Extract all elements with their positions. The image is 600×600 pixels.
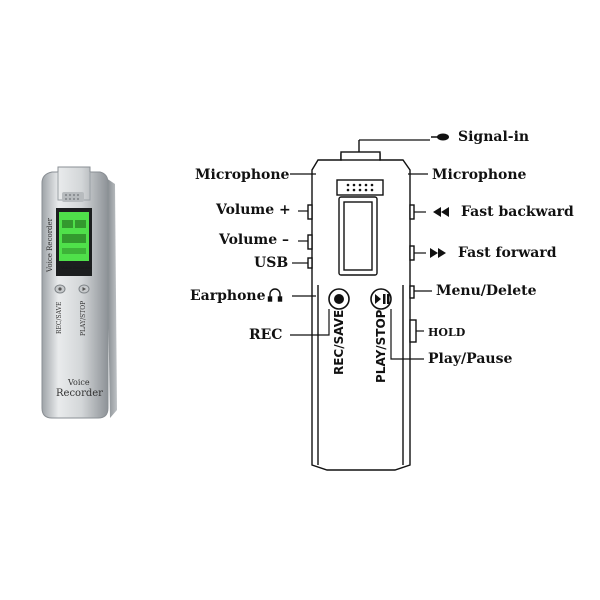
leader-lines: [290, 139, 432, 360]
photo-screen: [56, 208, 92, 276]
play-button-icon: [370, 288, 392, 310]
signal-in-plug-icon: [431, 133, 449, 141]
photo-front-line2: Recorder: [56, 388, 103, 399]
fast-backward-label: Fast backward: [461, 204, 574, 220]
usb-label: USB: [254, 255, 289, 271]
rec-save-button-label: REC/SAVE: [332, 309, 346, 375]
play-pause-label: Play/Pause: [428, 351, 513, 367]
menu-delete-label: Menu/Delete: [436, 283, 537, 299]
fast-forward-label: Fast forward: [458, 245, 557, 261]
earphone-label: Earphone: [190, 288, 266, 304]
hold-label: HOLD: [428, 326, 466, 339]
photo-buttons: [54, 284, 90, 294]
rec-button-icon: [328, 288, 350, 310]
fast-forward-icon: [430, 248, 446, 258]
photo-front-line1: Voice: [68, 378, 90, 387]
photo-screen-text: Voice Recorder: [61, 265, 92, 270]
side-buttons: [307, 204, 417, 343]
microphone-right-label: Microphone: [432, 167, 527, 183]
device-outline: [311, 140, 411, 471]
rec-label: REC: [249, 327, 283, 343]
fast-backward-icon: [433, 207, 449, 217]
mic-grille: [346, 183, 374, 192]
microphone-left-label: Microphone: [195, 167, 290, 183]
play-stop-button-label: PLAY/STOP: [374, 309, 388, 383]
volume-minus-label: Volume –: [219, 232, 290, 248]
earphone-icon: [267, 288, 283, 302]
signal-in-label: Signal-in: [458, 129, 530, 145]
volume-plus-label: Volume +: [216, 202, 291, 218]
